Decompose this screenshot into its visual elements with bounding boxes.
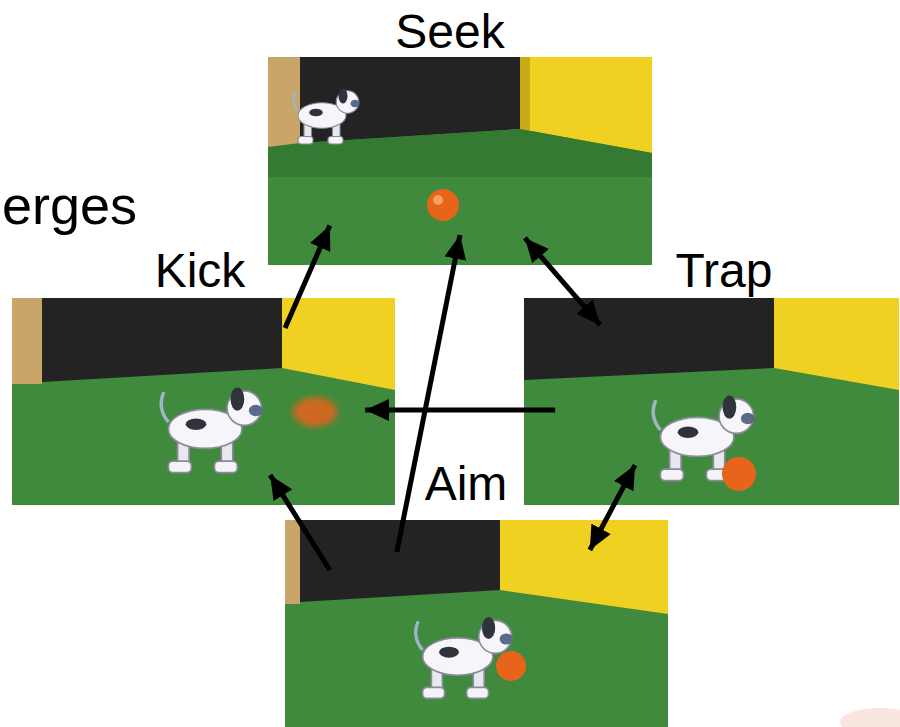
transition-arrow <box>270 475 330 570</box>
transition-arrow <box>285 225 330 328</box>
state-heading: Seek <box>395 8 504 56</box>
photo-panel: Seek <box>268 57 652 265</box>
state-heading: Kick <box>155 247 246 295</box>
photo-panel: Kick <box>12 298 395 505</box>
transition-arrow <box>525 238 600 325</box>
state-heading: Trap <box>676 247 773 295</box>
photo-panel: Trap <box>524 298 899 505</box>
transition-arrow <box>590 465 635 550</box>
transition-arrow <box>365 407 555 412</box>
cut-off-word: erges <box>2 178 137 232</box>
state-heading: Aim <box>425 460 508 508</box>
photo-panel: Aim <box>285 520 668 727</box>
